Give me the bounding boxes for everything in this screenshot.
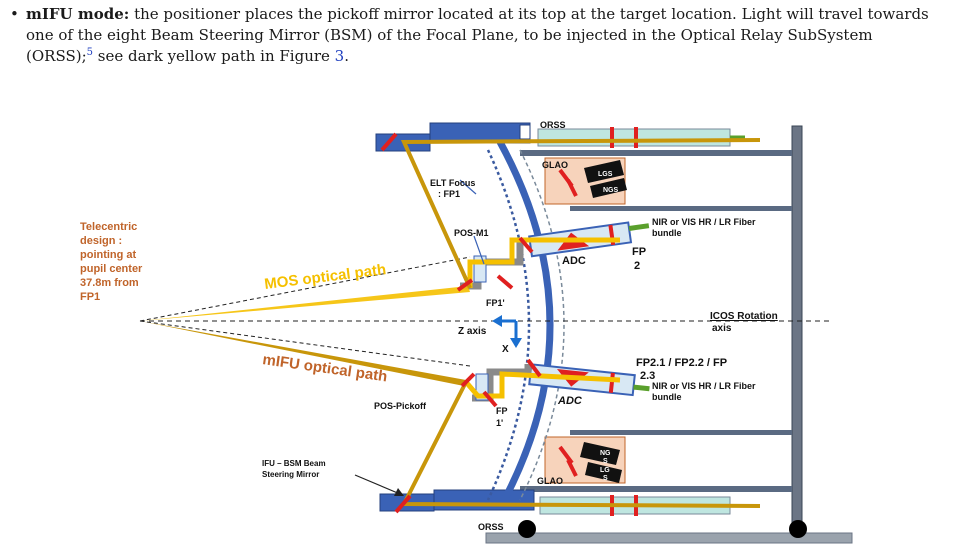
label-fp1-bottom-1: FP <box>496 406 508 416</box>
label-glao-top: GLAO <box>542 160 568 170</box>
label-ngs-top: NGS <box>603 187 619 194</box>
label-telecentric-5: 37.8m from <box>80 277 139 289</box>
label-fp21-b: 2.3 <box>640 370 655 382</box>
label-ifu-bsm-2: Steering Mirror <box>262 470 319 479</box>
label-lgs-bottom-1: LG <box>600 467 610 474</box>
figure-ref-link[interactable]: 3 <box>334 47 345 65</box>
base-plate <box>485 532 853 544</box>
label-fp2-2: 2 <box>634 260 640 272</box>
paragraph-text-3: . <box>344 47 349 65</box>
label-mos-path: MOS optical path <box>263 261 387 293</box>
label-pos-pickoff: POS-Pickoff <box>374 401 427 411</box>
z-axis-arrow-icon <box>492 315 502 327</box>
label-fiber-top-2: bundle <box>652 228 682 238</box>
label-orss-bottom: ORSS <box>478 522 504 532</box>
label-elt-focus-1: ELT Focus <box>430 178 475 188</box>
label-telecentric-2: design : <box>80 235 122 247</box>
wheel-right <box>789 520 807 538</box>
label-z-axis: Z axis <box>458 326 487 337</box>
label-lgs-bottom-2: S <box>603 475 608 482</box>
label-x-axis: X <box>502 344 509 355</box>
label-elt-focus-2: : FP1 <box>438 189 460 199</box>
paragraph-text-2: see dark yellow path in Figure <box>93 47 335 65</box>
paragraph-lead: mIFU mode: <box>26 5 130 23</box>
label-telecentric-6: FP1 <box>80 291 100 303</box>
label-fp2-1: FP <box>632 246 646 258</box>
mos-optical-path <box>140 286 470 321</box>
bottom-positioner-block <box>433 489 535 511</box>
wheel-left <box>518 520 536 538</box>
top-small-box <box>519 124 531 140</box>
label-ngs-bottom-2: S <box>603 458 608 465</box>
rail-2 <box>570 206 792 211</box>
mifu-mode-paragraph: • mIFU mode: the positioner places the pi… <box>10 4 936 67</box>
label-pos-m1: POS-M1 <box>454 228 489 238</box>
ifu-bsm-arrow-icon <box>394 488 404 496</box>
label-fiber-top-1: NIR or VIS HR / LR Fiber <box>652 217 756 227</box>
label-telecentric-3: pointing at <box>80 249 137 261</box>
label-fp1-prime: FP1' <box>486 298 505 308</box>
label-icos-2: axis <box>712 323 732 334</box>
label-adc-top: ADC <box>562 255 586 267</box>
vertical-frame-pillar <box>791 125 803 529</box>
x-axis-arrow-icon <box>510 338 522 348</box>
mifu-optical-path <box>140 321 466 386</box>
rail-4 <box>520 486 792 492</box>
bullet: • <box>10 5 19 23</box>
focal-plate-arc <box>496 140 554 510</box>
label-glao-bottom: GLAO <box>537 476 563 486</box>
label-telecentric-1: Telecentric <box>80 221 137 233</box>
label-adc-bottom: ADC <box>557 395 583 407</box>
footnote-ref-link[interactable]: 5 <box>86 47 94 58</box>
label-fiber-bottom-1: NIR or VIS HR / LR Fiber <box>652 381 756 391</box>
rail-3 <box>570 430 792 435</box>
elt-focal-surface <box>486 149 531 501</box>
label-lgs-top: LGS <box>598 171 613 178</box>
label-telecentric-4: pupil center <box>80 263 143 275</box>
label-fiber-bottom-2: bundle <box>652 392 682 402</box>
label-ngs-bottom-1: NG <box>600 450 611 457</box>
label-ifu-bsm-1: IFU – BSM Beam <box>262 459 326 468</box>
label-fp21: FP2.1 / FP2.2 / FP <box>636 357 727 369</box>
label-orss-top: ORSS <box>540 120 566 130</box>
rail-1 <box>520 150 792 156</box>
label-fp1-bottom-2: 1' <box>496 418 503 428</box>
paragraph-text-1: the positioner places the pickoff mirror… <box>26 5 929 65</box>
label-icos-1: ICOS Rotation <box>710 311 778 322</box>
